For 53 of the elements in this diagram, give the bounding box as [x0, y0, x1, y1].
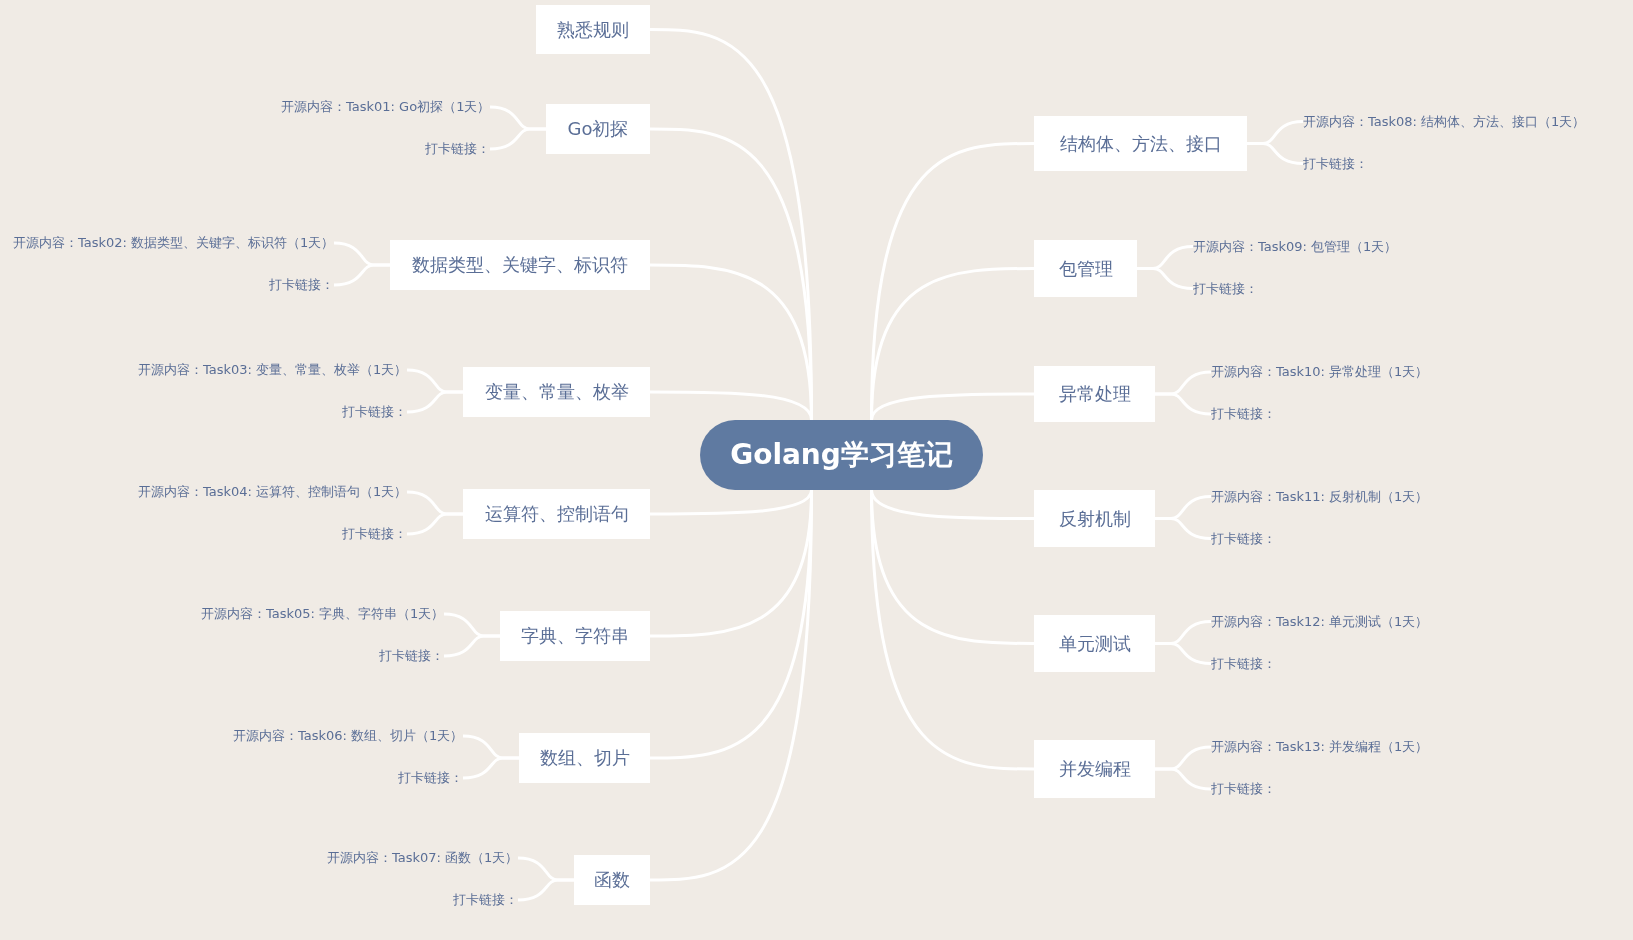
note-text: 开源内容：Task13: 并发编程（1天） [1211, 738, 1429, 756]
branch-line [406, 512, 463, 536]
note-text: 开源内容：Task12: 单元测试（1天） [1211, 612, 1429, 631]
note-text: 开源内容：Task11: 反射机制（1天） [1211, 487, 1429, 506]
topic-box: 结构体、方法、接口 [1034, 116, 1247, 171]
note-text: 打卡链接： [1211, 529, 1276, 548]
topic-box: 数据类型、关键字、标识符 [390, 240, 650, 290]
branch-line [462, 756, 519, 780]
central-topic: Golang学习笔记 [700, 420, 983, 490]
note-text: 打卡链接： [1211, 405, 1276, 423]
note-text: 开源内容：Task05: 字典、字符串（1天） [201, 605, 445, 623]
note-text: 打卡链接： [1211, 654, 1276, 673]
topic-box: 反射机制 [1034, 490, 1155, 547]
topic-box: 字典、字符串 [500, 611, 650, 661]
note-text: 开源内容：Task09: 包管理（1天） [1193, 237, 1398, 256]
topic-box: 单元测试 [1034, 615, 1155, 672]
branch-line [1155, 392, 1212, 416]
topic-box: 熟悉规则 [536, 5, 650, 54]
note-text: 开源内容：Task03: 变量、常量、枚举（1天） [138, 361, 408, 379]
note-text: 开源内容：Task10: 异常处理（1天） [1211, 363, 1429, 381]
note-text: 开源内容：Task02: 数据类型、关键字、标识符（1天） [13, 234, 335, 252]
branch-line [443, 634, 500, 658]
note-text: 打卡链接： [425, 140, 490, 158]
branch-line [333, 263, 390, 287]
topic-box: 并发编程 [1034, 740, 1155, 798]
topic-box: Go初探 [546, 104, 650, 154]
note-text: 打卡链接： [1211, 780, 1276, 798]
topic-box: 变量、常量、枚举 [463, 367, 650, 417]
branch-line [650, 390, 813, 421]
branch-line [870, 392, 1034, 421]
note-text: 打卡链接： [453, 891, 518, 909]
topic-box: 包管理 [1034, 240, 1137, 297]
topic-box: 函数 [574, 855, 650, 905]
topic-box: 数组、切片 [519, 733, 650, 783]
note-text: 开源内容：Task08: 结构体、方法、接口（1天） [1303, 112, 1586, 131]
note-text: 开源内容：Task01: Go初探（1天） [281, 98, 491, 116]
note-text: 开源内容：Task04: 运算符、控制语句（1天） [138, 483, 408, 501]
branch-line [1155, 767, 1212, 791]
note-text: 打卡链接： [398, 769, 463, 787]
note-text: 开源内容：Task06: 数组、切片（1天） [233, 727, 464, 745]
note-text: 打卡链接： [1193, 279, 1258, 298]
note-text: 打卡链接： [379, 647, 444, 665]
note-text: 打卡链接： [1303, 154, 1368, 173]
topic-box: 运算符、控制语句 [463, 489, 650, 539]
branch-line [489, 127, 546, 151]
note-text: 打卡链接： [342, 403, 407, 421]
branch-line [517, 878, 574, 902]
note-text: 打卡链接： [342, 525, 407, 543]
note-text: 开源内容：Task07: 函数（1天） [327, 849, 519, 867]
branch-line [650, 489, 813, 516]
note-text: 打卡链接： [269, 276, 334, 294]
topic-box: 异常处理 [1034, 366, 1155, 422]
branch-line [406, 390, 463, 414]
